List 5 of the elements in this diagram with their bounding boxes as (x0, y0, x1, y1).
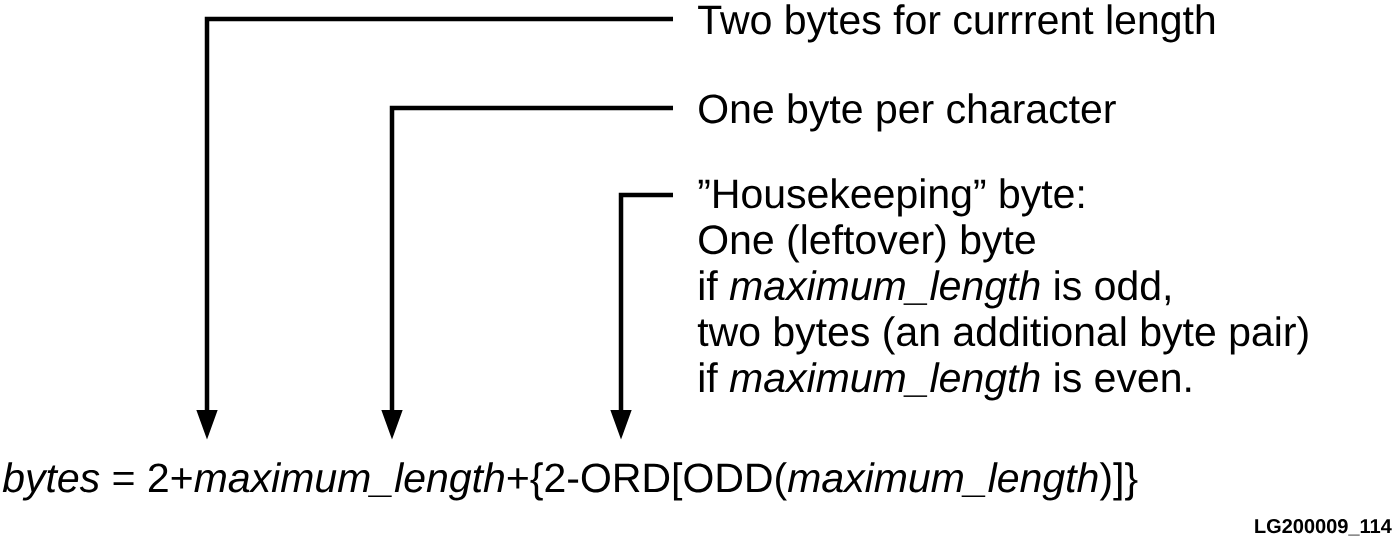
formula-text: bytes = 2+maximum_length+{2-ORD[ODD(maximum_length)]} (2, 462, 1138, 501)
figure-id: LG200009_114 (1255, 519, 1392, 536)
callout-text: Two bytes for currrent length (698, 4, 1215, 43)
callout-text: ”Housekeeping” byte: One (leftover) byte if maximum_length is odd, two bytes (an additional byte pair) if maximum_length is even. (697, 178, 1308, 401)
callout-text: One byte per character (699, 93, 1116, 132)
